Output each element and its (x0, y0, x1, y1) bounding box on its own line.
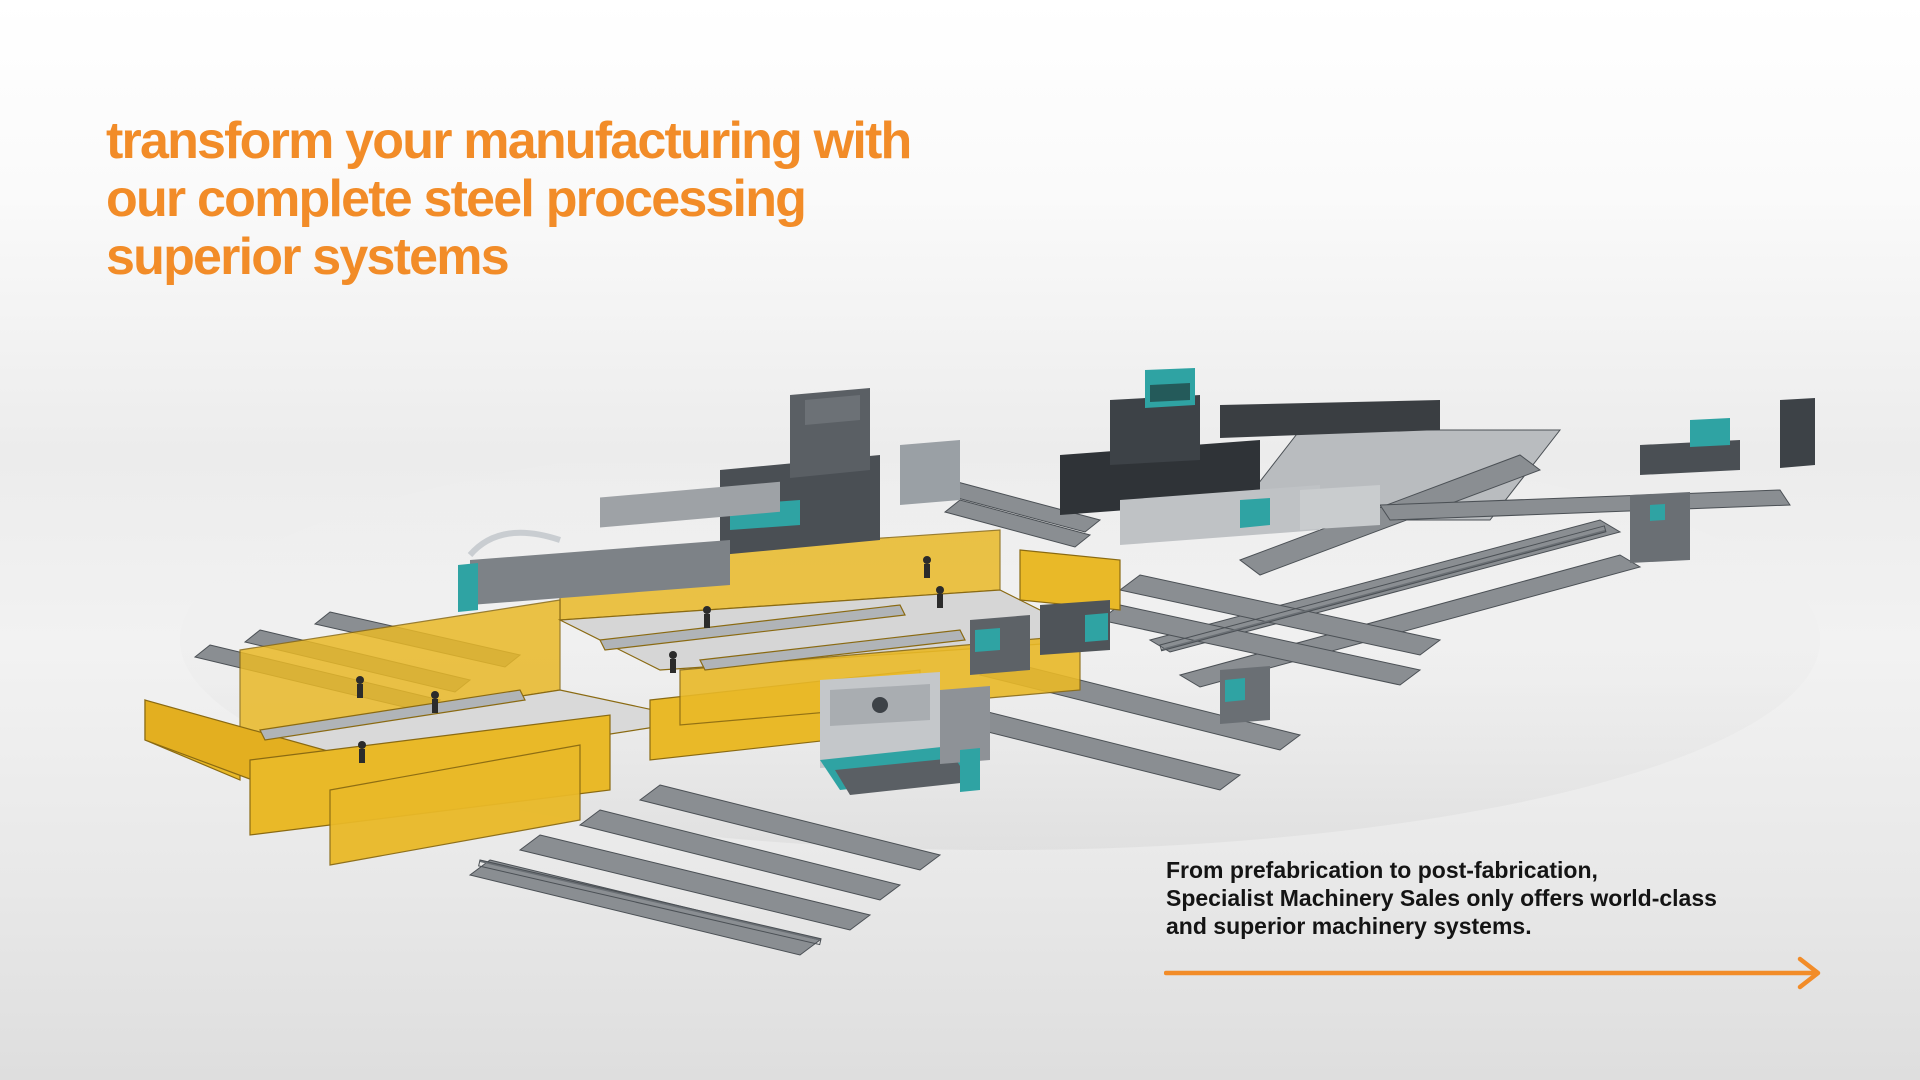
intro-line: and superior machinery systems. (1166, 913, 1532, 939)
mid-processing-machines (970, 600, 1270, 724)
front-cnc-machine (820, 672, 990, 795)
intro-line: Specialist Machinery Sales only offers w… (1166, 885, 1717, 911)
shot-blast-machine (458, 388, 960, 612)
worker-figures (356, 556, 944, 763)
long-right-arrow-icon[interactable] (1164, 955, 1824, 991)
headline-line: transform your manufacturing with (106, 112, 912, 170)
hero-headline: transform your manufacturing with our co… (106, 112, 1006, 286)
gantry-drilling-line (1060, 368, 1440, 545)
far-right-drill-line (1630, 398, 1815, 563)
arrow-head (1797, 956, 1821, 990)
intro-line: From prefabrication to post-fabrication, (1166, 857, 1598, 883)
headline-line: our complete steel processing (106, 170, 807, 228)
intro-paragraph: From prefabrication to post-fabrication,… (1166, 856, 1866, 940)
headline-line: superior systems (106, 228, 510, 286)
